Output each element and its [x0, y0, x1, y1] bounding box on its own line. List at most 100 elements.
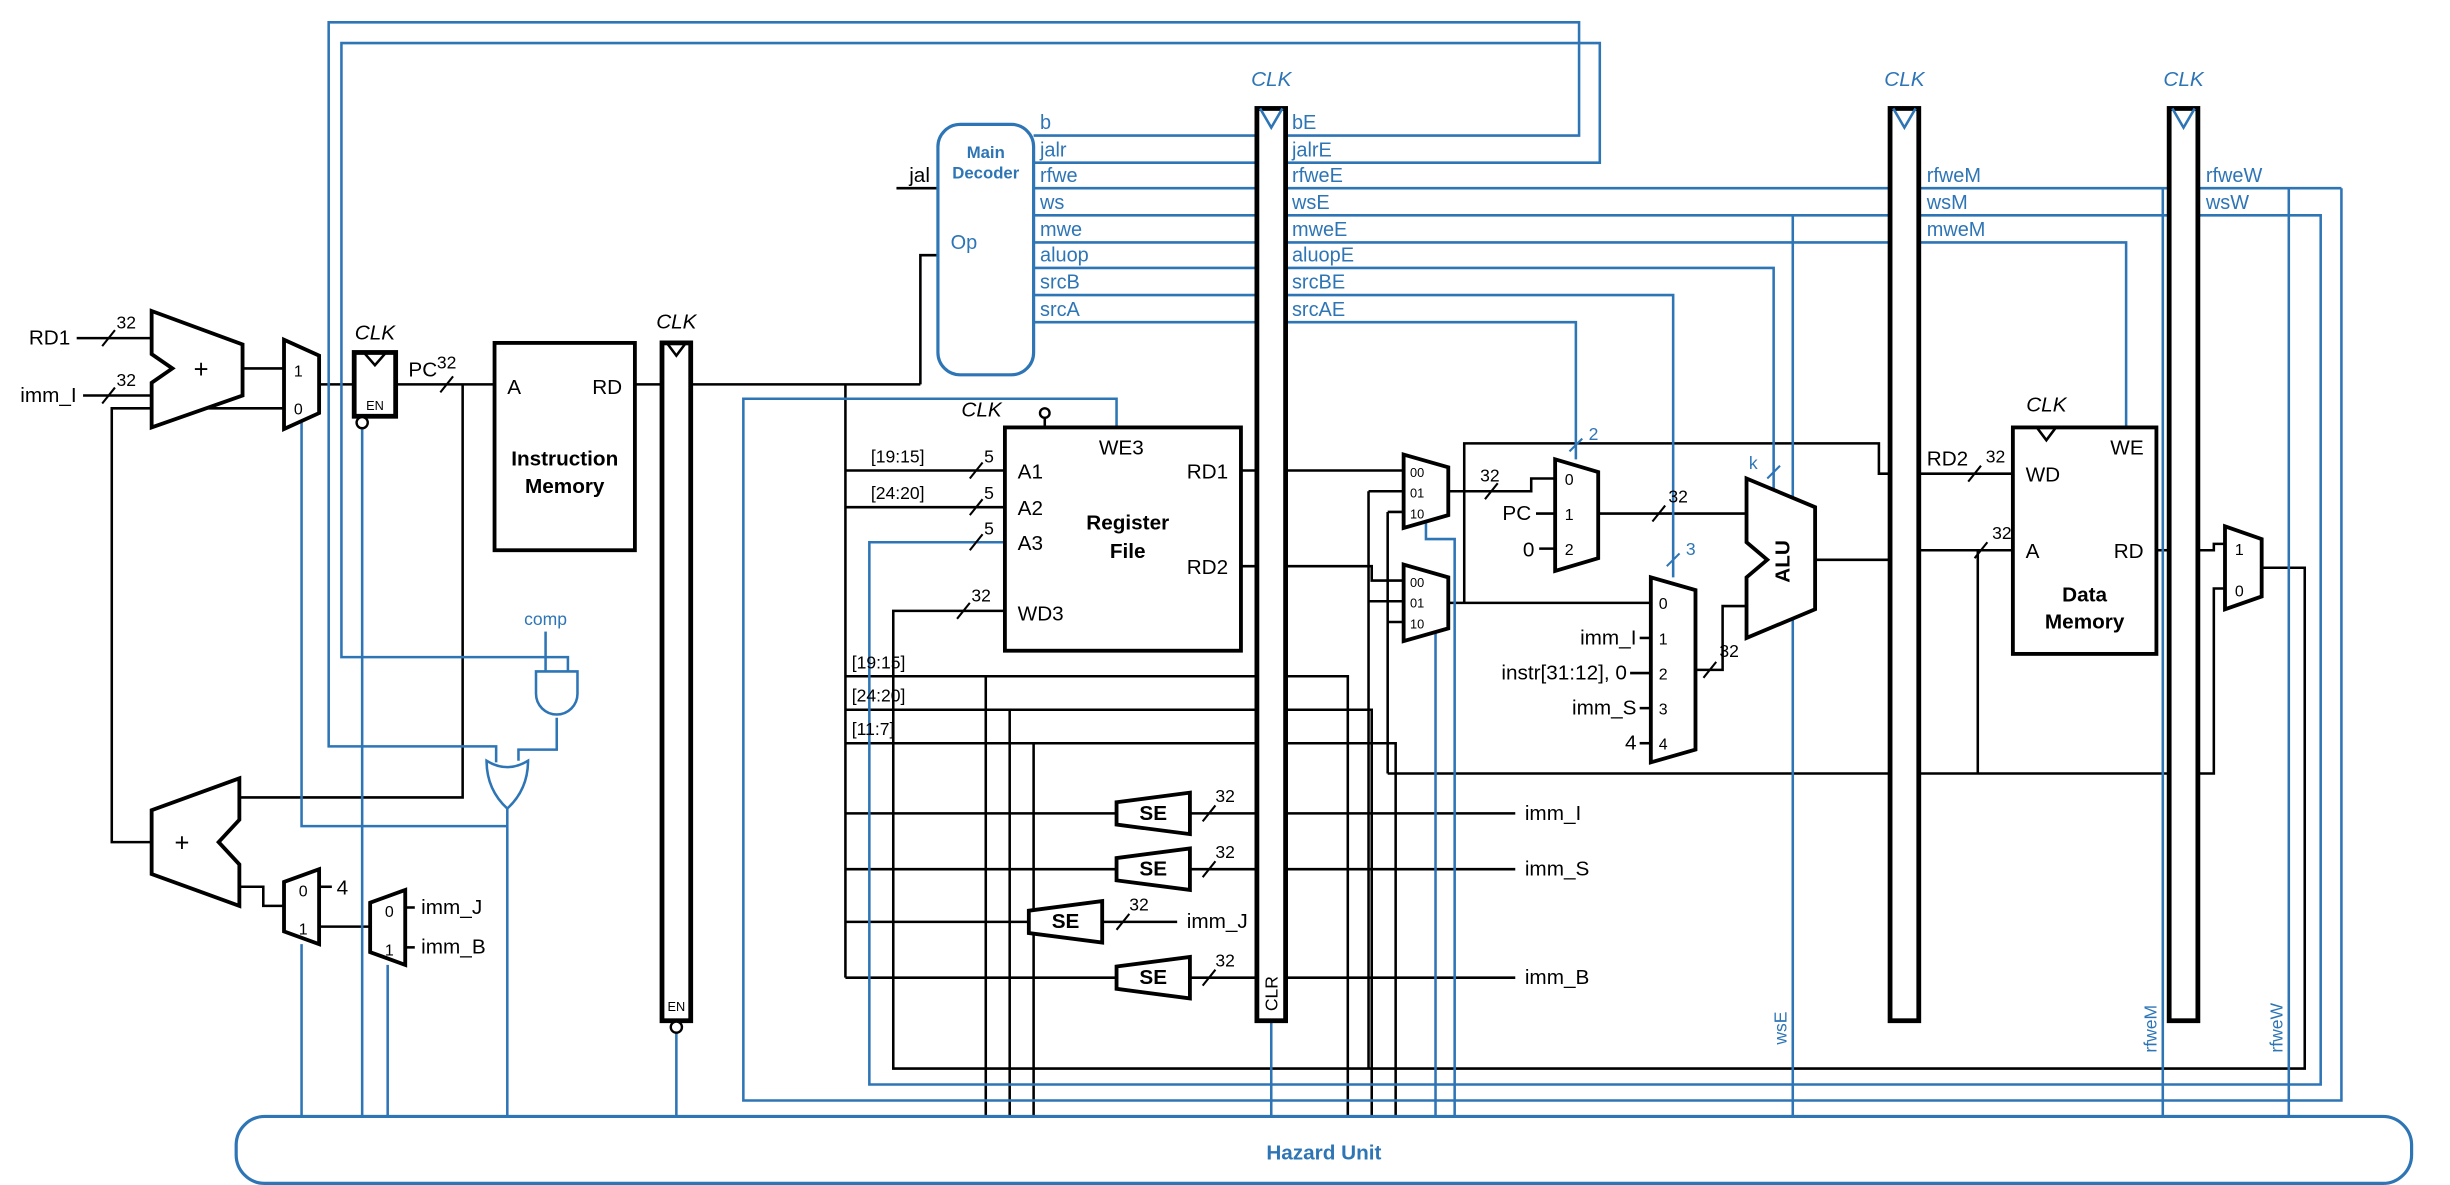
busk-label: k [1749, 453, 1758, 473]
register-file: WE3 A1 A2 A3 WD3 RD1 RD2 Register File C… [961, 398, 1243, 653]
srca-zero-input-label: 0 [1523, 539, 1535, 562]
rd1-input-label: RD1 [29, 326, 70, 349]
srca-in-0: 0 [1565, 472, 1574, 489]
rfwem-vertical-label: rfweM [2140, 1005, 2160, 1053]
slice-24-20-label: [24:20] [871, 483, 925, 503]
bus32-label: 32 [1480, 466, 1500, 486]
fwd-in-00: 00 [1410, 575, 1424, 590]
sign-extend-imm-i: SE [1114, 790, 1192, 837]
bus32-label: 32 [1215, 786, 1235, 806]
srcb-instr-label: instr[31:12], 0 [1501, 661, 1627, 684]
srcb-in-0: 0 [1659, 596, 1668, 613]
decoder-op-input: Op [951, 232, 978, 254]
pc-clk-label: CLK [355, 322, 396, 345]
ifid-enable-bubble [669, 1020, 684, 1034]
rf-rd1-port: RD1 [1187, 460, 1228, 483]
idex-register: CLK CLR [1251, 68, 1293, 1024]
imem-name: Memory [525, 475, 605, 498]
rf-rd2-port: RD2 [1187, 556, 1228, 579]
branch-target-adder: + [149, 775, 242, 909]
ctl-mweM: mweM [1927, 219, 1986, 241]
se-label: SE [1139, 858, 1167, 881]
srcb-in-3: 3 [1659, 702, 1668, 719]
srca-in-1: 1 [1565, 507, 1574, 524]
rfwew-vertical-label: rfweW [2266, 1003, 2286, 1053]
fwd-in-00: 00 [1410, 465, 1424, 480]
ctl-aluopE: aluopE [1292, 245, 1354, 267]
rf-a1-port: A1 [1018, 460, 1043, 483]
rf-a3-port: A3 [1018, 532, 1043, 555]
bus5-label: 5 [984, 447, 994, 467]
slice-24-20-label: [24:20] [852, 686, 906, 706]
ctl-wsE: wsE [1291, 192, 1330, 214]
forward-a-mux: 00 01 10 [1401, 452, 1451, 531]
srcb-four-label: 4 [1625, 732, 1637, 755]
branch-offset-mux: 0 1 [282, 866, 322, 947]
idex-clk-label: CLK [1251, 68, 1292, 91]
ctl-srcBE: srcBE [1292, 272, 1345, 294]
decoder-output-labels: b jalr rfwe ws mwe aluop srcB srcA bE ja… [1039, 112, 2262, 321]
bus32-label: 32 [1129, 895, 1149, 915]
decoder-name: Main [967, 143, 1005, 162]
exmem-clk-label: CLK [1884, 68, 1925, 91]
pc-enable-bubble [355, 415, 369, 430]
imm-j-net-label: imm_J [1187, 910, 1248, 933]
ctl-rfweM: rfweM [1927, 165, 1981, 187]
ctl-srcA: srcA [1040, 299, 1081, 321]
srcb-in-2: 2 [1659, 666, 1668, 683]
imem-name: Instruction [511, 448, 618, 471]
jalr-target-adder: + [149, 308, 245, 431]
bus32-label: 32 [1719, 641, 1739, 661]
ctl-jalrE: jalrE [1291, 139, 1332, 161]
bus32-label: 32 [437, 352, 457, 372]
srcb-imm-i-label: imm_I [1580, 626, 1636, 649]
ctl-ws: ws [1039, 192, 1064, 214]
fwd-in-01: 01 [1410, 596, 1424, 611]
dmem-clk-label: CLK [2026, 393, 2067, 416]
pc-src-mux: 1 0 [282, 336, 322, 432]
bus-width-ticks [101, 329, 1989, 987]
alu-srcb-mux: 0 1 2 3 4 [1648, 574, 1698, 765]
dmem-wd-port: WD [2026, 464, 2061, 487]
slice-11-7-label: [11:7] [852, 719, 895, 739]
comp-label: comp [524, 609, 567, 629]
forward-b-mux: 00 01 10 [1401, 562, 1451, 644]
rf-wd3-port: WD3 [1018, 602, 1064, 625]
branch-and-gate [534, 670, 579, 716]
imm-i-net-label: imm_I [1525, 802, 1581, 825]
decoder-name: Decoder [952, 164, 1019, 183]
srca-in-2: 2 [1565, 542, 1574, 559]
ifid-register: CLK EN [656, 311, 698, 1034]
bus5-label: 5 [984, 518, 994, 538]
fwd-in-10: 10 [1410, 506, 1424, 521]
dmem-name: Memory [2045, 610, 2125, 633]
bus3-label: 3 [1686, 539, 1696, 559]
srcb-in-1: 1 [1659, 631, 1668, 648]
bus32-label: 32 [1986, 447, 2006, 467]
slice-19-15-label: [19:15] [852, 652, 906, 672]
bus5-label: 5 [984, 483, 994, 503]
control-wires [300, 21, 2343, 1117]
imem-a-port: A [507, 376, 521, 399]
ctl-jalr: jalr [1039, 139, 1067, 161]
mux-input-1: 1 [294, 363, 303, 380]
imm-b-net-label: imm_B [1525, 966, 1589, 989]
ctl-bE: bE [1292, 112, 1316, 134]
pc-wire-label: PC [408, 358, 437, 381]
bus2-label: 2 [1589, 424, 1599, 444]
imm-s-net-label: imm_S [1525, 858, 1589, 881]
decoder-jal-input: jal [908, 164, 930, 187]
ctl-rfweW: rfweW [2206, 165, 2263, 187]
rf-we3-port: WE3 [1099, 437, 1144, 460]
hazard-unit: Hazard Unit [234, 1114, 2414, 1185]
main-decoder: Main Decoder jal Op [908, 122, 1036, 377]
bus32-label: 32 [1668, 486, 1688, 506]
alu-label: ALU [1772, 540, 1795, 583]
ctl-mwe: mwe [1040, 219, 1082, 241]
se-label: SE [1139, 966, 1167, 989]
dmem-name: Data [2062, 583, 2107, 606]
bus32-label: 32 [1215, 842, 1235, 862]
sign-extend-imm-j: SE [1026, 898, 1105, 945]
srcb-in-4: 4 [1659, 737, 1668, 754]
data-memory: CLK WE WD A RD Data Memory [2010, 393, 2159, 656]
